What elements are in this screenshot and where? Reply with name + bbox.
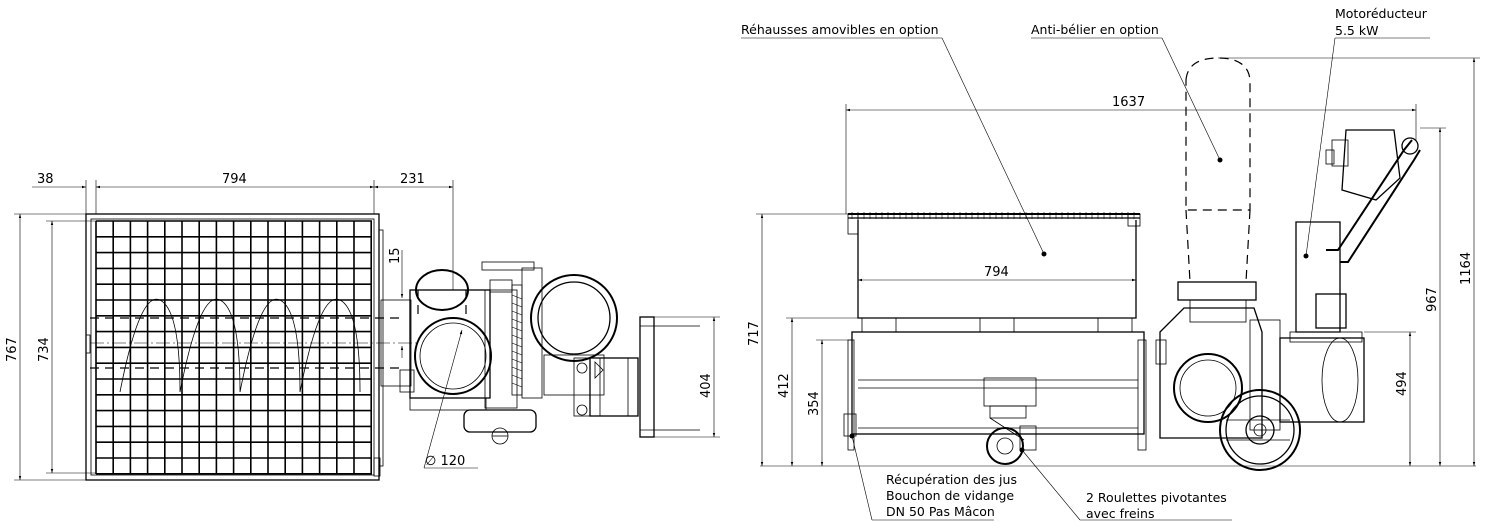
label-recup-line1: Récupération des jus (886, 472, 1017, 487)
anti-belier-dashed (1185, 57, 1251, 283)
motor-circle (530, 274, 618, 362)
hopper-grid (95, 220, 373, 475)
label-roulettes-line1: 2 Roulettes pivotantes (1086, 490, 1227, 505)
handle-bar (639, 316, 655, 438)
caster-wheel (986, 405, 1037, 465)
dim-354: 354 (807, 391, 822, 416)
dim-412: 412 (777, 373, 792, 398)
dim-15: 15 (388, 247, 403, 264)
gearbox-assembly (399, 261, 543, 445)
side-view: 1637 794 717 412 354 967 494 1164 Réhaus… (741, 6, 1480, 521)
drive-motor (573, 357, 639, 417)
dim-494: 494 (1395, 371, 1410, 396)
label-motor-line1: Motoréducteur (1335, 6, 1428, 21)
dim-794-top: 794 (222, 172, 247, 187)
label-rehausses: Réhausses amovibles en option (741, 22, 939, 37)
trough-body (851, 331, 1145, 435)
top-view: 38 794 231 15 767 734 404 ∅ 120 (5, 172, 720, 481)
dim-1637: 1637 (1112, 95, 1145, 110)
motor-housing (1279, 221, 1365, 423)
dim-404: 404 (699, 373, 714, 398)
dim-diameter-120: ∅ 120 (425, 454, 465, 469)
dim-794-side: 794 (984, 265, 1009, 280)
label-roulettes-line2: avec freins (1086, 506, 1154, 521)
dim-767: 767 (5, 337, 20, 362)
gear-motor (1325, 129, 1401, 201)
dim-231: 231 (400, 172, 425, 187)
label-recup-line2: Bouchon de vidange (886, 488, 1014, 503)
label-recup-line3: DN 50 Pas Mâcon (886, 504, 995, 519)
dim-38: 38 (37, 172, 54, 187)
dim-717: 717 (747, 321, 762, 346)
auger-screw (90, 298, 420, 393)
main-wheel (1219, 389, 1301, 471)
handle-tube (1326, 137, 1421, 263)
dim-967: 967 (1425, 287, 1440, 312)
pump-body (1155, 281, 1281, 439)
label-motor-line2: 5.5 kW (1335, 23, 1378, 38)
dim-1164: 1164 (1459, 252, 1474, 285)
label-anti-belier: Anti-bélier en option (1031, 22, 1159, 37)
dim-734: 734 (37, 337, 52, 362)
